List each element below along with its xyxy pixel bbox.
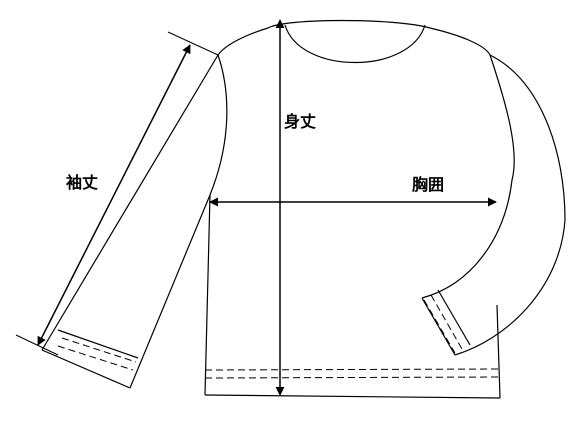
left-sleeve-outer xyxy=(41,54,219,351)
hem-stitch-1 xyxy=(204,368,500,371)
right-shoulder xyxy=(429,27,491,56)
left-cuff-end xyxy=(41,349,131,389)
sleeve-tick-top xyxy=(167,31,219,56)
right-sleeve-outer xyxy=(454,54,566,356)
neckline-outer xyxy=(267,19,431,29)
left-cuff-stitch-1 xyxy=(61,337,137,363)
body-length-label: 身丈 xyxy=(284,112,317,131)
right-sleeve-inner xyxy=(421,179,513,299)
chest-label: 胸囲 xyxy=(412,175,445,194)
hem-outline xyxy=(204,394,501,399)
sleeve-length-arrow xyxy=(37,44,191,346)
right-underarm xyxy=(489,54,515,181)
sleeve-tick-bottom xyxy=(15,334,59,356)
neckline-inner xyxy=(284,24,426,63)
left-cuff-stitch-2 xyxy=(57,345,134,371)
left-cuff-seam xyxy=(57,329,139,359)
right-cuff-seam xyxy=(437,289,471,346)
left-sleeve-inner xyxy=(129,194,211,389)
right-cuff-end xyxy=(421,297,456,356)
body-left-outline xyxy=(204,54,228,396)
left-shoulder xyxy=(217,27,269,56)
sleeve-length-label: 袖丈 xyxy=(66,173,99,192)
hem-stitch-2 xyxy=(204,376,500,379)
right-cuff-stitch-2 xyxy=(423,299,456,354)
body-right-outline xyxy=(496,304,501,399)
